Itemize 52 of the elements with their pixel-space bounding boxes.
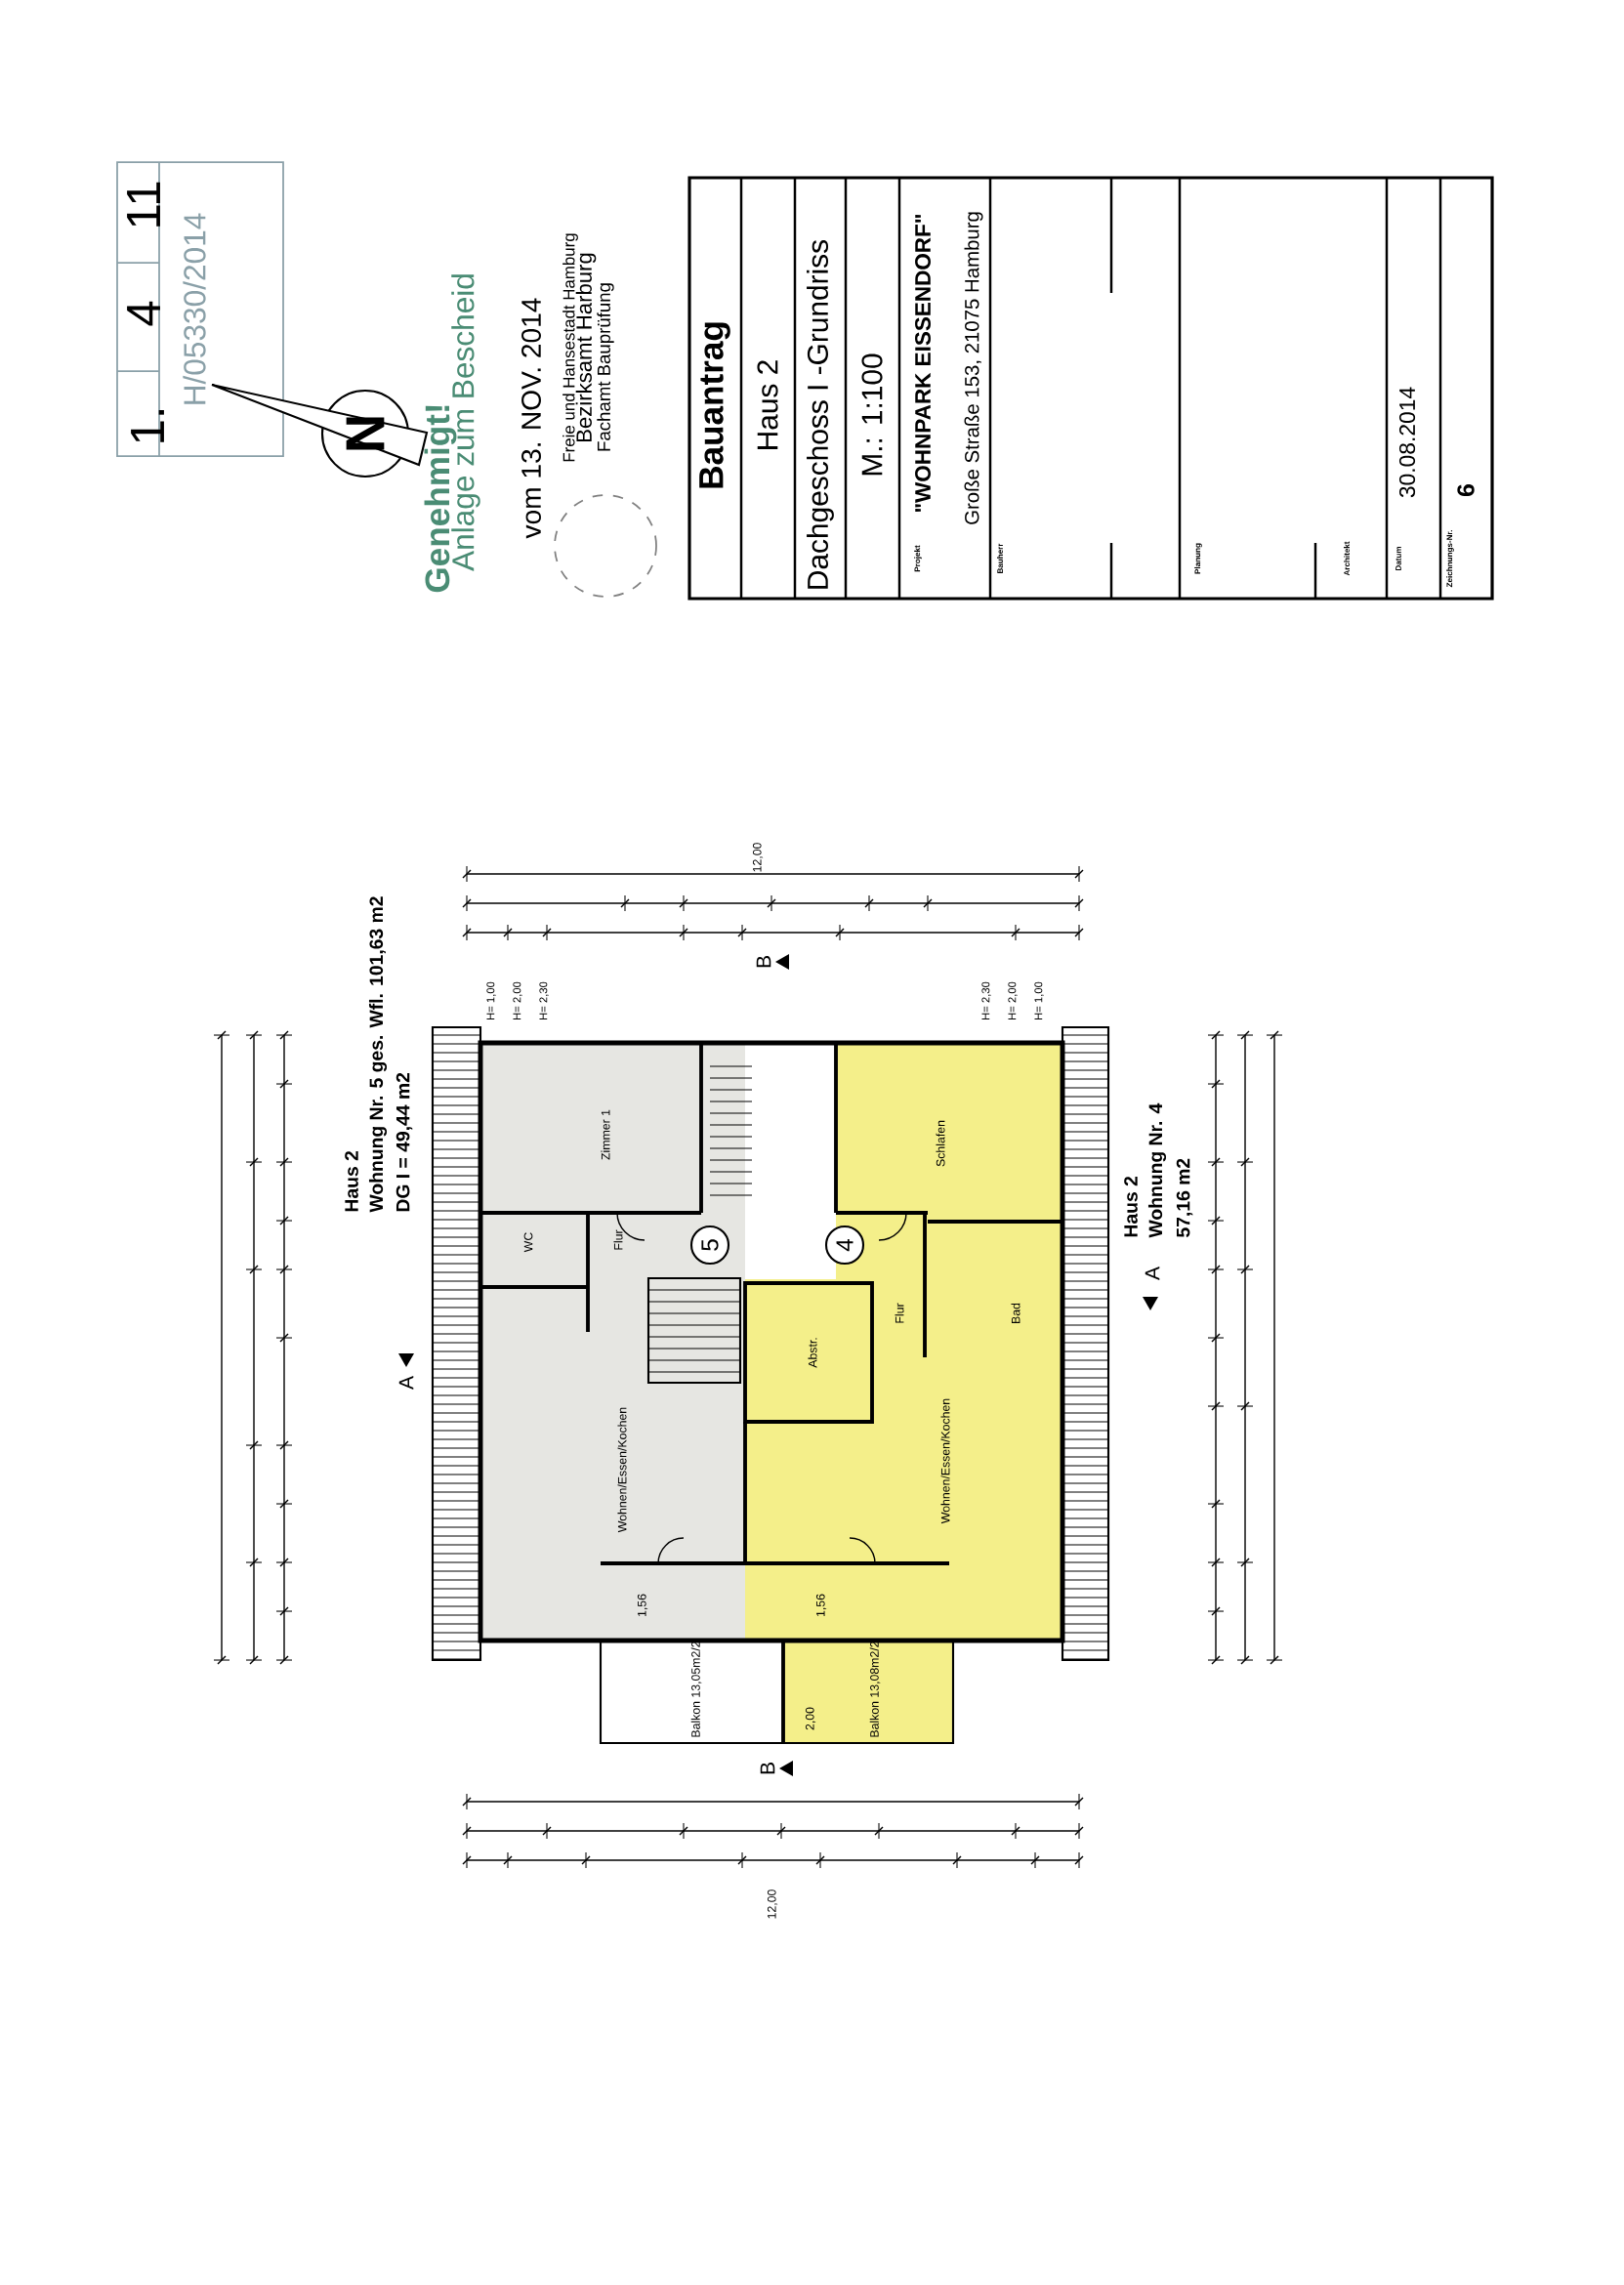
height-note: H= 1,00 — [486, 981, 496, 1019]
section-letter: A — [1145, 1267, 1160, 1280]
room-label: Zimmer 1 — [601, 1109, 610, 1160]
dimension-text: 2,00 — [805, 1707, 816, 1730]
room-label: Abstr. — [808, 1338, 817, 1368]
stamp-text: Fachamt Bauprüfung — [597, 283, 614, 451]
room-label: Bad — [1011, 1303, 1020, 1323]
field-label: Projekt — [914, 545, 922, 572]
project-name: "WOHNPARK EISSENDORF" — [915, 214, 931, 513]
title-text: Bauantrag — [699, 322, 730, 488]
room-label: Wohnen/Essen/Kochen — [940, 1398, 950, 1524]
room-label: Wohnen/Essen/Kochen — [617, 1407, 627, 1533]
plan-heading: DG I = 49,44 m2 — [396, 1072, 413, 1212]
height-note: H= 2,30 — [981, 981, 991, 1019]
dimension-text: 12,00 — [752, 843, 764, 872]
title-text: M.: 1:100 — [861, 353, 883, 476]
height-note: H= 2,00 — [513, 981, 522, 1019]
field-label: Planung — [1194, 543, 1202, 574]
room-label: Schlafen — [936, 1120, 945, 1167]
dimension-text: 1,56 — [637, 1594, 648, 1617]
file-number: H/05330/2014 — [183, 213, 206, 404]
field-label: Bauherr — [997, 543, 1003, 573]
room-label: Balkon 13,08m2/2 — [869, 1641, 881, 1737]
plan-heading: Haus 2 — [1124, 1176, 1138, 1237]
room-label: WC — [523, 1232, 533, 1253]
field-label: Architekt — [1344, 541, 1350, 576]
handwritten-number: 4 — [127, 301, 160, 326]
drawing-number: 6 — [1457, 484, 1475, 496]
room-label: Flur — [613, 1229, 623, 1250]
field-label: Zeichnungs-Nr. — [1446, 530, 1454, 588]
height-note: H= 2,00 — [1008, 981, 1018, 1019]
section-letter: B — [756, 956, 771, 968]
plan-heading: Haus 2 — [345, 1150, 358, 1212]
height-note: H= 1,00 — [1034, 981, 1044, 1019]
section-letter: A — [398, 1376, 414, 1390]
title-text: Dachgeschoss I -Grundriss — [807, 240, 834, 589]
plan-heading: Wohnung Nr. 5 ges. Wfl. 101,63 m2 — [368, 896, 388, 1213]
plan-heading: Wohnung Nr. 4 — [1147, 1102, 1167, 1238]
height-note: H= 2,30 — [539, 981, 549, 1019]
stamp-date: vom 13. NOV. 2014 — [521, 298, 541, 539]
dimension-text: 1,56 — [815, 1594, 827, 1617]
address-text: Große Straße 153, 21075 Hamburg — [964, 212, 983, 524]
room-label: Flur — [895, 1303, 904, 1323]
plan-heading: 57,16 m2 — [1176, 1158, 1193, 1237]
dimension-text: 12,00 — [767, 1890, 778, 1919]
field-label: Datum — [1395, 546, 1401, 571]
date-text: 30.08.2014 — [1398, 387, 1416, 498]
handwritten-number: 1. — [131, 409, 164, 442]
room-label: Balkon 13,05m2/2 — [690, 1641, 702, 1737]
section-letter: B — [760, 1763, 775, 1774]
title-text: Haus 2 — [757, 360, 778, 449]
handwritten-number: 11 — [127, 182, 160, 227]
